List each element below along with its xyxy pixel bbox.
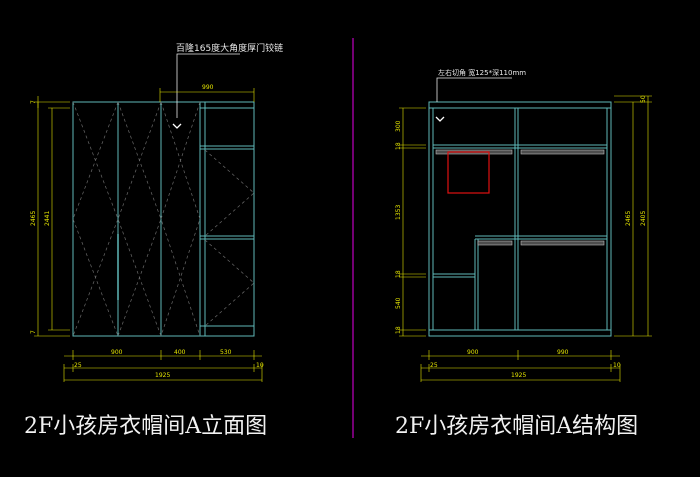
chevron-down-icon xyxy=(435,116,445,122)
dim-label: 530 xyxy=(220,349,232,356)
dim-label: 25 xyxy=(74,362,82,369)
dim-label: 18 xyxy=(395,142,402,150)
hanging-rod xyxy=(520,240,605,246)
dim-label: 300 xyxy=(395,120,402,132)
height-dimension xyxy=(399,107,426,337)
dim-label: 540 xyxy=(395,297,402,309)
dim-label: 400 xyxy=(174,349,186,356)
dim-label: 10 xyxy=(613,362,621,369)
elevation-view xyxy=(72,101,255,337)
right-caption: 2F小孩房衣帽间A结构图 xyxy=(395,414,639,439)
bottom-dimensions xyxy=(420,350,621,382)
dim-label: 18 xyxy=(395,270,402,278)
shelf-unit xyxy=(199,107,255,327)
dim-label: 50 xyxy=(640,95,647,103)
dim-label: 990 xyxy=(202,84,214,91)
left-caption: 2F小孩房衣帽间A立面图 xyxy=(24,414,268,439)
dim-label: 1353 xyxy=(395,205,402,220)
height-dimension xyxy=(34,96,70,337)
highlight-box xyxy=(447,151,490,194)
dim-label: 25 xyxy=(430,362,438,369)
dim-label: 1925 xyxy=(511,372,526,379)
dim-label: 900 xyxy=(111,349,123,356)
dim-label: 2405 xyxy=(640,211,647,226)
corner-annotation: 左右切角 宽125*深110mm xyxy=(438,68,526,77)
dim-label: 2465 xyxy=(625,211,632,226)
hanging-rod xyxy=(477,240,513,246)
cabinet-outline xyxy=(72,101,255,337)
top-dimension xyxy=(159,88,255,102)
dim-label: 900 xyxy=(467,349,479,356)
hanging-rods xyxy=(435,149,605,246)
annotation-leader xyxy=(176,53,240,118)
dim-label: 10 xyxy=(256,362,264,369)
dim-label: 1925 xyxy=(155,372,170,379)
dim-label: 7 xyxy=(30,100,37,104)
hinge-annotation: 百隆165度大角度厚门铰链 xyxy=(176,42,283,54)
dim-label: 18 xyxy=(395,326,402,334)
dim-label: 7 xyxy=(30,330,37,334)
structure-view xyxy=(428,101,612,337)
hanging-rod xyxy=(520,149,605,155)
dim-label: 2441 xyxy=(44,211,51,226)
dim-label: 990 xyxy=(557,349,569,356)
dim-label: 2465 xyxy=(30,211,37,226)
chevron-down-icon xyxy=(172,123,182,129)
bottom-dimensions xyxy=(63,350,263,382)
annotation-leader xyxy=(436,77,512,102)
door-swing-lines xyxy=(72,101,255,337)
height-dimension xyxy=(614,95,652,337)
cabinet-outline xyxy=(428,101,612,337)
